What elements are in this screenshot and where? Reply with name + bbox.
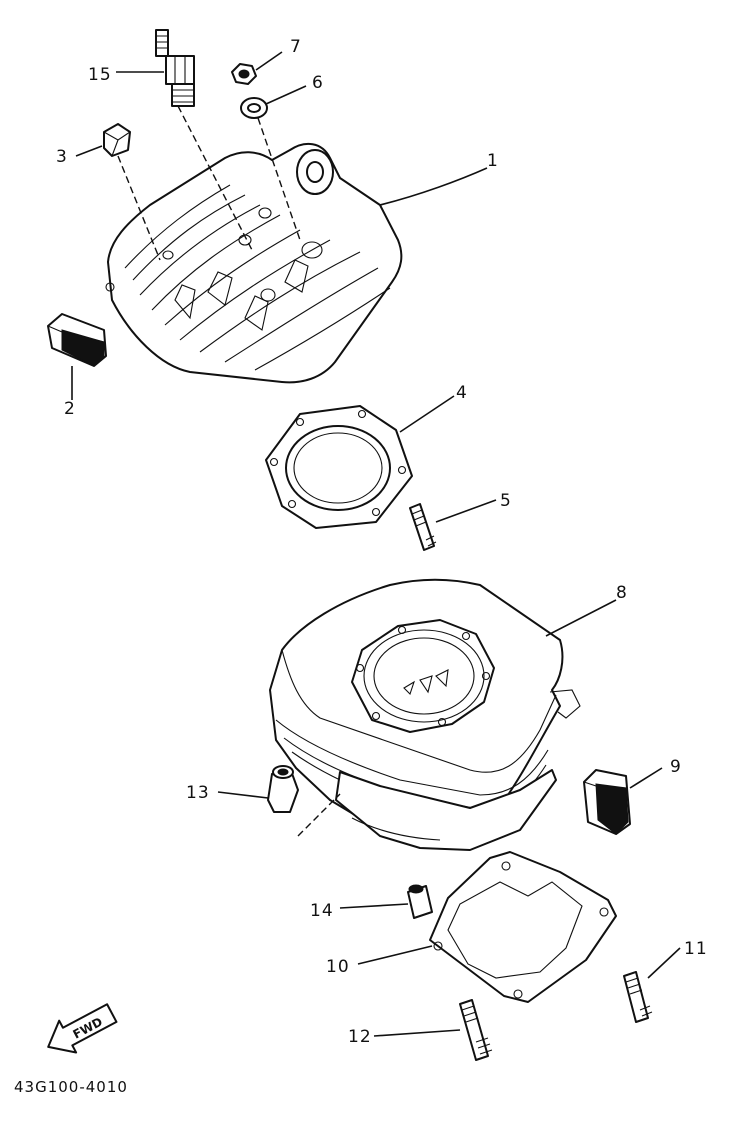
- callout-9: 9: [670, 757, 682, 777]
- cylinder-head: [105, 142, 403, 384]
- assembly-lines: [117, 105, 341, 837]
- damper-2: [47, 313, 107, 367]
- callout-3: 3: [56, 147, 68, 167]
- callout-4: 4: [456, 383, 468, 403]
- callout-1: 1: [487, 151, 499, 171]
- callout-2: 2: [64, 399, 76, 419]
- nut: [231, 63, 257, 85]
- head-gasket: [265, 405, 413, 529]
- callout-11: 11: [684, 939, 708, 959]
- cylinder: [269, 578, 581, 851]
- damper-9: [583, 769, 631, 835]
- fwd-arrow: FWD: [47, 1003, 118, 1054]
- stud-bolt-11: [623, 971, 653, 1023]
- plug-cap-small: [103, 123, 131, 157]
- spark-plug: [155, 29, 195, 107]
- callout-8: 8: [616, 583, 628, 603]
- callout-numbers: 1 2 3 4 5 6 7 8 9 10 11 12 13 14 15: [56, 37, 708, 1047]
- plug-13: [267, 765, 299, 813]
- callout-5: 5: [500, 491, 512, 511]
- callout-14: 14: [310, 901, 334, 921]
- diagram-code: 43G100-4010: [14, 1078, 128, 1096]
- dowel-pin-14: [407, 884, 433, 919]
- callout-7: 7: [290, 37, 302, 57]
- leader-lines: [71, 51, 681, 1037]
- stud-bolt-5: [409, 503, 437, 551]
- callout-15: 15: [88, 65, 112, 85]
- callout-12: 12: [348, 1027, 372, 1047]
- cylinder-gasket: [429, 851, 617, 1003]
- callout-10: 10: [326, 957, 350, 977]
- stud-bolt-12: [459, 999, 493, 1061]
- callout-13: 13: [186, 783, 210, 803]
- callout-6: 6: [312, 73, 324, 93]
- washer: [240, 97, 268, 119]
